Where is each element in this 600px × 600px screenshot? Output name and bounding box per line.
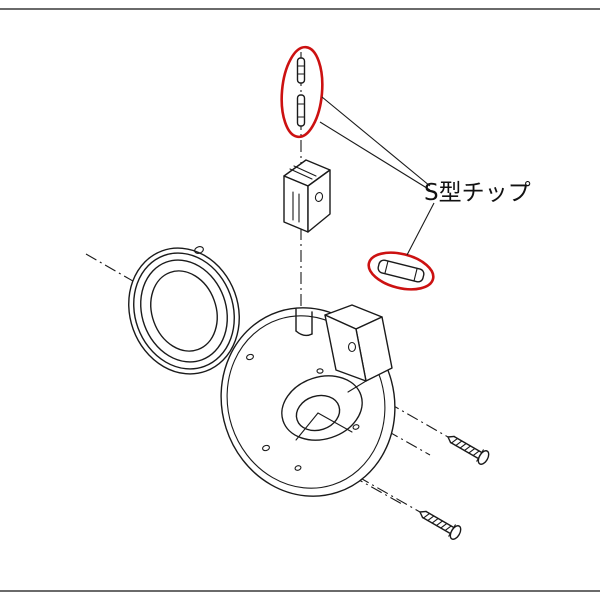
screw-2 xyxy=(419,510,462,540)
highlight-ellipse-large-tip xyxy=(367,251,435,291)
ring-part xyxy=(128,246,240,375)
clamp-hole xyxy=(314,192,324,202)
small-tip-pin-2 xyxy=(296,94,306,127)
image-border xyxy=(0,8,600,592)
block-hole xyxy=(347,341,357,353)
housing-part xyxy=(220,304,396,497)
highlight-ellipse-small-tips xyxy=(280,45,324,139)
hub xyxy=(281,368,363,441)
leader-lines xyxy=(319,96,435,256)
clamp-part xyxy=(283,159,331,233)
face-holes xyxy=(246,353,360,471)
screw-1 xyxy=(447,435,490,465)
hub-hole xyxy=(316,368,324,374)
ring-axis-line xyxy=(85,253,337,399)
label-s-tip: S型チップ xyxy=(424,180,531,206)
large-tip-pin xyxy=(377,259,425,283)
keyway-notch xyxy=(295,308,313,337)
small-tip-pin-1 xyxy=(296,57,306,84)
ring-tab xyxy=(194,246,204,254)
